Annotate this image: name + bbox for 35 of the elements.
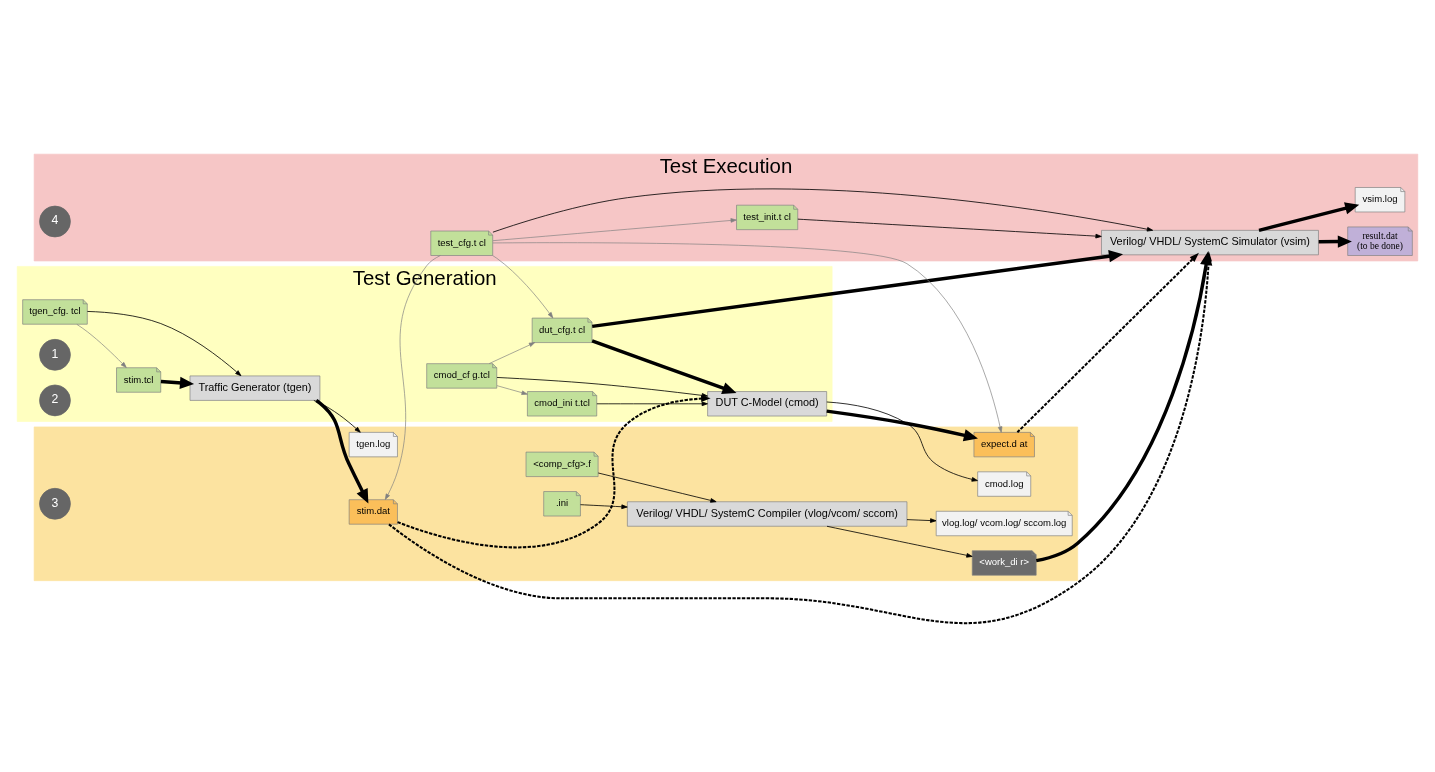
arrow [597, 472, 717, 503]
arrow [160, 376, 195, 390]
arrow [596, 401, 708, 407]
arrow [488, 342, 536, 364]
arrow [591, 339, 737, 394]
arrow [591, 250, 1123, 329]
arrow [492, 218, 737, 241]
arrow [492, 242, 1003, 433]
arrow [1318, 235, 1352, 248]
arrow [580, 504, 628, 510]
arrow [492, 188, 1154, 233]
node-circle: 4 [39, 205, 71, 238]
arrow [315, 399, 369, 504]
arrow [496, 385, 528, 395]
arrow [906, 518, 937, 523]
arrow [76, 324, 127, 368]
arrow [496, 377, 708, 398]
arrow [313, 400, 361, 433]
node-box: Verilog/ VHDL/ SystemC Simulator (vsim) [1101, 230, 1319, 256]
node-box: Verilog/ VHDL/ SystemC Compiler (vlog/vcom/ sccom) [627, 501, 908, 527]
arrow [397, 395, 711, 549]
arrow [826, 409, 978, 442]
node-circle: 2 [39, 384, 71, 417]
node-box: DUT C-Model (cmod) [707, 391, 827, 417]
arrow [384, 255, 441, 500]
node-circle: 3 [39, 487, 71, 520]
arrow [826, 401, 978, 482]
arrow [826, 525, 973, 558]
arrow [87, 311, 242, 377]
arrow [1258, 202, 1360, 232]
node-box: Traffic Generator (tgen) [189, 375, 321, 401]
arrow [1016, 252, 1199, 433]
arrow [797, 218, 1102, 239]
node-circle: 1 [39, 339, 71, 371]
arrow [492, 255, 554, 319]
